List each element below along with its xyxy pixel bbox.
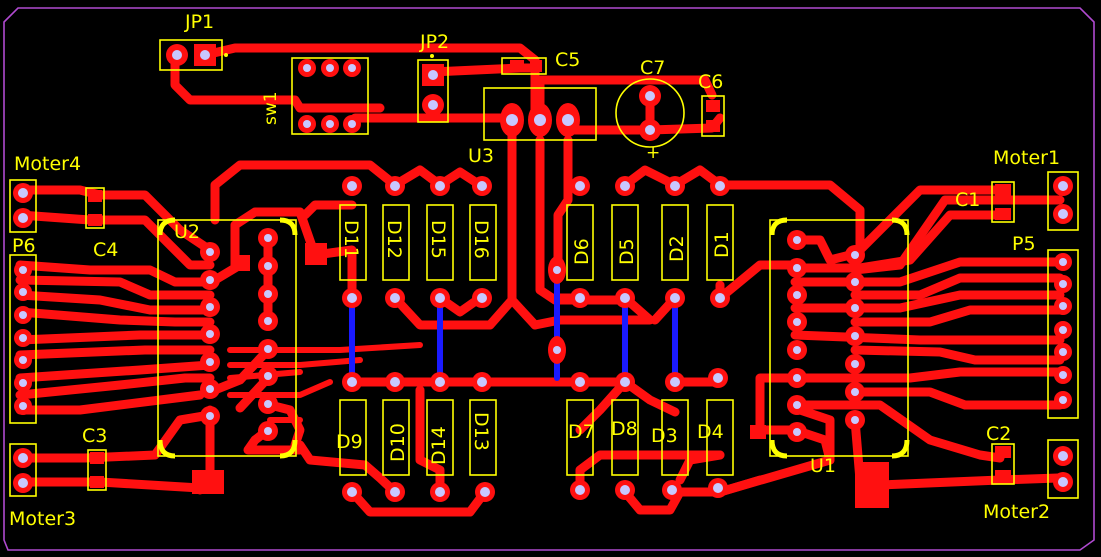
u3-label: U3 xyxy=(468,145,494,167)
top-copper-traces xyxy=(15,43,1065,517)
moter2-label: Moter2 xyxy=(983,501,1050,523)
u2-label: U2 xyxy=(174,221,200,243)
large-pads xyxy=(192,243,889,508)
diode-label: D5 xyxy=(616,238,638,265)
c6-label: C6 xyxy=(698,71,723,93)
moter4-label: Moter4 xyxy=(14,153,81,175)
diode-label: D4 xyxy=(697,421,724,443)
diode-label: D12 xyxy=(383,220,405,259)
c7-label: C7 xyxy=(640,57,665,79)
moter1-label: Moter1 xyxy=(993,147,1060,169)
diode-label: D6 xyxy=(571,238,593,265)
diode-label: D7 xyxy=(568,421,595,443)
u1-label: U1 xyxy=(810,455,836,477)
c4-label: C4 xyxy=(93,239,118,261)
diode-label: D3 xyxy=(651,425,678,447)
diode-label: D11 xyxy=(340,220,362,259)
moter3-label: Moter3 xyxy=(9,508,76,530)
board-outline xyxy=(3,7,1095,551)
sw1-label: sw1 xyxy=(261,91,281,125)
c7-plus-label: + xyxy=(646,143,660,163)
diode-label: D15 xyxy=(427,220,449,259)
component-pads xyxy=(13,44,1073,502)
c5-label: C5 xyxy=(555,49,580,71)
p5-label: P5 xyxy=(1012,233,1036,255)
diode-label: D1 xyxy=(711,231,733,258)
c3-label: C3 xyxy=(82,425,107,447)
diode-label: D16 xyxy=(470,220,492,259)
diode-label: D8 xyxy=(611,418,638,440)
diode-label: D13 xyxy=(470,412,492,451)
diode-label: D9 xyxy=(336,431,363,453)
silkscreen-labels: JP1 JP2 C5 C7 C6 sw1 U3 Moter4 Moter1 C4… xyxy=(9,11,1060,530)
silkscreen xyxy=(9,39,1079,499)
p6-label: P6 xyxy=(12,235,36,257)
c1-label: C1 xyxy=(955,189,980,211)
diode-label: D14 xyxy=(428,426,450,465)
c2-label: C2 xyxy=(986,423,1011,445)
diode-label: D10 xyxy=(387,423,409,462)
jp1-label: JP1 xyxy=(184,11,214,33)
jp2-label: JP2 xyxy=(419,31,449,53)
diode-label: D2 xyxy=(666,235,688,262)
